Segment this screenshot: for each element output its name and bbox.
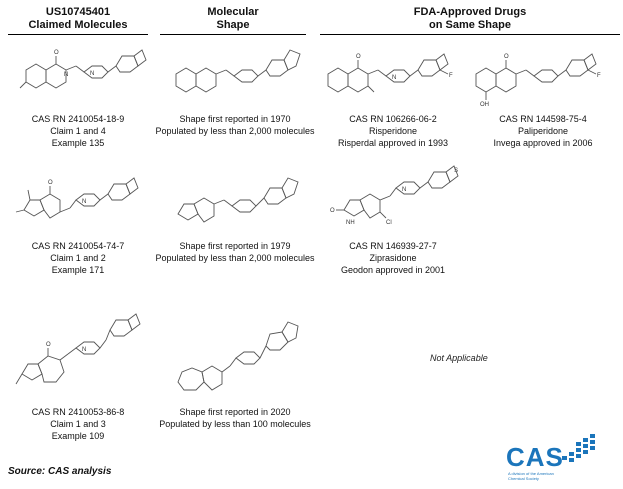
header-underline [160,34,306,35]
structure-claimed-135: O N N [18,42,148,112]
atom-label: N [82,347,86,353]
atom-label: O [330,208,335,214]
header-fda-line2: on Same Shape [429,19,511,31]
atom-label: O [504,54,509,60]
structure-paliperidone: O OH F [470,40,610,112]
header-underline [320,34,620,35]
atom-label: N [64,72,68,78]
caption-risperidone: CAS RN 106266-06-2 Risperidone Risperdal… [337,114,449,148]
atom-label: S [454,168,458,174]
atom-label: N [402,187,406,193]
cas-logo-mark-icon [562,434,595,462]
atom-label: NH [346,220,355,226]
not-applicable-label: Not Applicable [430,353,488,363]
caption-paliperidone: CAS RN 144598-75-4 Paliperidone Invega a… [493,114,593,148]
header-shape-line1: Molecular [207,6,259,18]
atom-label: N [90,71,94,77]
structure-risperidone: O N F [322,40,462,112]
atom-label: O [54,50,59,56]
caption-claimed-135: CAS RN 2410054-18-9 Claim 1 and 4 Exampl… [31,114,125,148]
atom-label: O [46,342,51,348]
atom-label: O [356,54,361,60]
header-fda-line1: FDA-Approved Drugs [413,6,527,18]
atom-label: Cl [386,220,392,226]
caption-shape-1970: Shape first reported in 1970 Populated b… [155,114,315,136]
header-molecular-shape: Molecular Shape [160,6,306,35]
header-fda-drugs: FDA-Approved Drugs on Same Shape [320,6,620,35]
atom-label: F [449,73,453,79]
structure-claimed-171: O N [14,170,144,240]
cas-logo-word: CAS [506,442,564,472]
atom-label: N [392,75,396,81]
structure-claimed-109: O N [14,302,144,402]
atom-label: O [48,180,53,186]
atom-label: OH [480,102,489,108]
source-note: Source: CAS analysis [8,466,112,477]
structure-shape-1970 [172,42,302,112]
header-claimed-molecules: US10745401 Claimed Molecules [8,6,148,35]
atom-label: F [597,73,601,79]
structure-shape-1979 [172,168,302,240]
header-claimed-line1: US10745401 [45,6,111,18]
caption-ziprasidone: CAS RN 146939-27-7 Ziprasidone Geodon ap… [340,241,446,275]
caption-shape-1979: Shape first reported in 1979 Populated b… [155,241,315,263]
structure-shape-2020 [172,302,302,402]
atom-label: N [82,199,86,205]
header-shape-line2: Shape [216,19,250,31]
caption-claimed-171: CAS RN 2410054-74-7 Claim 1 and 2 Exampl… [31,241,125,275]
cas-logo-tagline: A division of the American Chemical Soci… [508,471,554,481]
header-underline [8,34,148,35]
caption-shape-2020: Shape first reported in 2020 Populated b… [159,407,311,429]
caption-claimed-109: CAS RN 2410053-86-8 Claim 1 and 3 Exampl… [31,407,125,441]
header-claimed-line2: Claimed Molecules [28,19,128,31]
structure-ziprasidone: O NH Cl N S [330,165,474,240]
cas-logo: CAS A division of the American Chemical … [506,434,596,484]
